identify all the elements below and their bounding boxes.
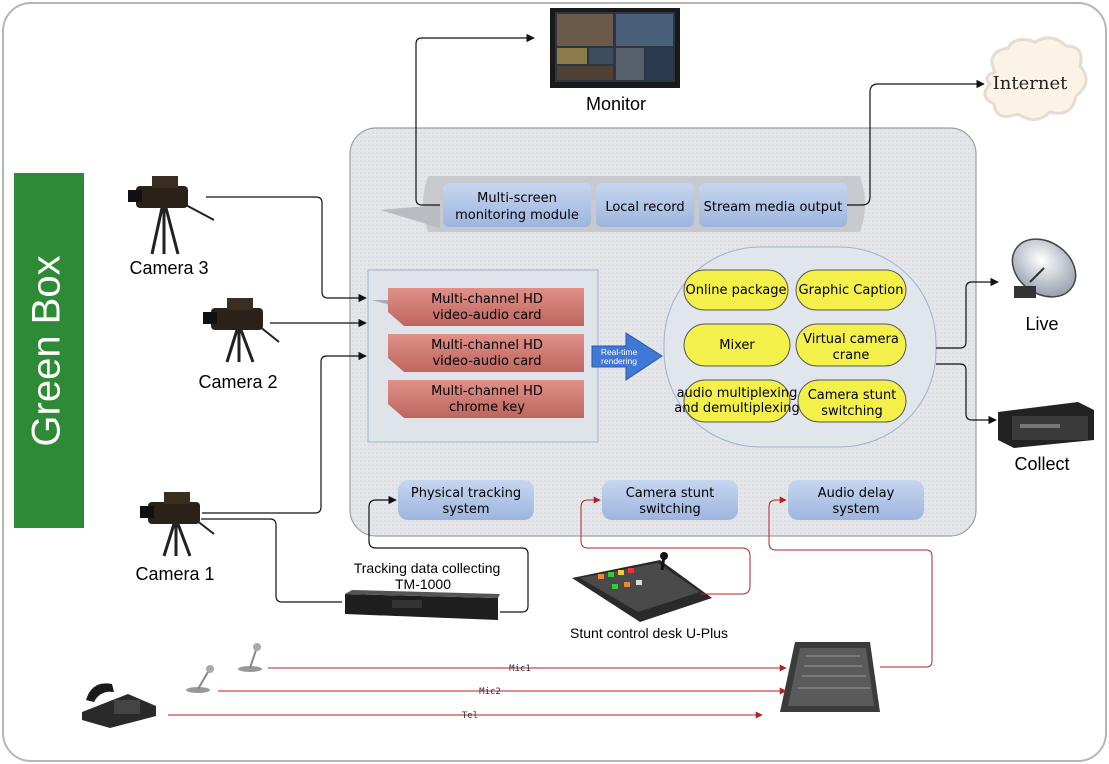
audio-delay-module: Audio delay system [788,480,924,520]
stream-output-label: Stream media output [704,200,843,215]
tracking-system-line2: system [443,502,490,517]
collect-label: Collect [1014,454,1069,474]
camera-2-icon [203,298,280,363]
tracking-collector-device [345,590,500,620]
recorder-device-icon [998,402,1094,448]
signal-connections [201,33,999,613]
rendering-line1: Real-time [601,347,638,357]
graphic-caption-pill: Graphic Caption [795,269,907,311]
audio-delay-line2: system [833,502,880,517]
monitoring-module: Multi-screen monitoring module [443,183,591,227]
live-label: Live [1025,314,1058,334]
rendering-line2: rendering [601,356,637,366]
camera-3-icon [128,176,215,255]
internet-cloud-icon [983,36,1088,121]
camera-1-icon [140,492,215,557]
tracking-system-module: Physical tracking system [398,480,534,520]
audio-mux-line2: and demultiplexing [674,401,800,416]
internet-label: Internet [993,73,1068,94]
stunt-switching-module: Camera stunt switching [602,480,738,520]
monitor-label: Monitor [586,94,646,114]
hd-card-1-line2: video-audio card [432,308,541,323]
hd-card-2: Multi-channel HD video-audio card [388,334,584,372]
microphone-2-icon [186,665,214,693]
tracking-collector-line1: Tracking data collecting [354,560,501,576]
stunt-desk-label: Stunt control desk U-Plus [570,625,728,641]
local-record-module: Local record [596,183,694,227]
chrome-key-card: Multi-channel HD chrome key [388,380,584,418]
stunt-switching-line2: switching [639,502,701,517]
chrome-key-line1: Multi-channel HD [431,384,543,399]
hd-card-1-line1: Multi-channel HD [431,292,543,307]
green-box-title: Green Box [25,255,69,446]
rendering-arrow: Real-time rendering [591,332,663,381]
camera-2-label: Camera 2 [198,372,277,392]
stream-output-module: Stream media output [699,183,847,227]
green-box-banner: Green Box [14,173,84,528]
audio-mixer-device [780,642,880,712]
hd-card-1: Multi-channel HD video-audio card [372,288,584,326]
mixer-pill: Mixer [683,323,791,367]
tracking-system-line1: Physical tracking [411,486,521,501]
monitoring-line2: monitoring module [455,208,579,223]
online-package-pill: Online package [683,269,789,311]
online-package-label: Online package [686,283,787,298]
tracking-collector-line2: TM-1000 [395,576,451,592]
camera-stunt-pill-line2: switching [821,404,883,419]
mic2-label: Mic2 [479,687,501,697]
local-record-label: Local record [605,200,684,215]
virtual-camera-line2: crane [833,348,870,363]
virtual-camera-pill: Virtual camera crane [795,323,907,367]
stunt-control-desk [572,552,712,622]
virtual-camera-line1: Virtual camera [803,332,899,347]
mixer-label: Mixer [719,338,755,353]
telephone-icon [82,683,156,728]
hd-card-2-line1: Multi-channel HD [431,338,543,353]
audio-delay-line1: Audio delay [818,486,895,501]
stunt-switching-line1: Camera stunt [626,486,715,501]
graphic-caption-label: Graphic Caption [799,283,904,298]
microphone-1-icon [238,643,262,672]
camera-3-label: Camera 3 [129,258,208,278]
audio-connections [168,496,933,719]
mic1-label: Mic1 [509,664,531,674]
camera-1-label: Camera 1 [135,564,214,584]
satellite-dish-icon [1011,238,1077,298]
monitoring-line1: Multi-screen [477,191,557,206]
chrome-key-line2: chrome key [449,400,525,415]
camera-stunt-pill-line1: Camera stunt [808,388,897,403]
audio-mux-pill: audio multiplexing and demultiplexing [674,379,800,423]
hd-card-2-line2: video-audio card [432,354,541,369]
camera-stunt-pill: Camera stunt switching [797,379,907,423]
monitor-device [550,8,680,88]
audio-mux-line1: audio multiplexing [677,386,798,401]
tel-label: Tel [462,711,478,721]
